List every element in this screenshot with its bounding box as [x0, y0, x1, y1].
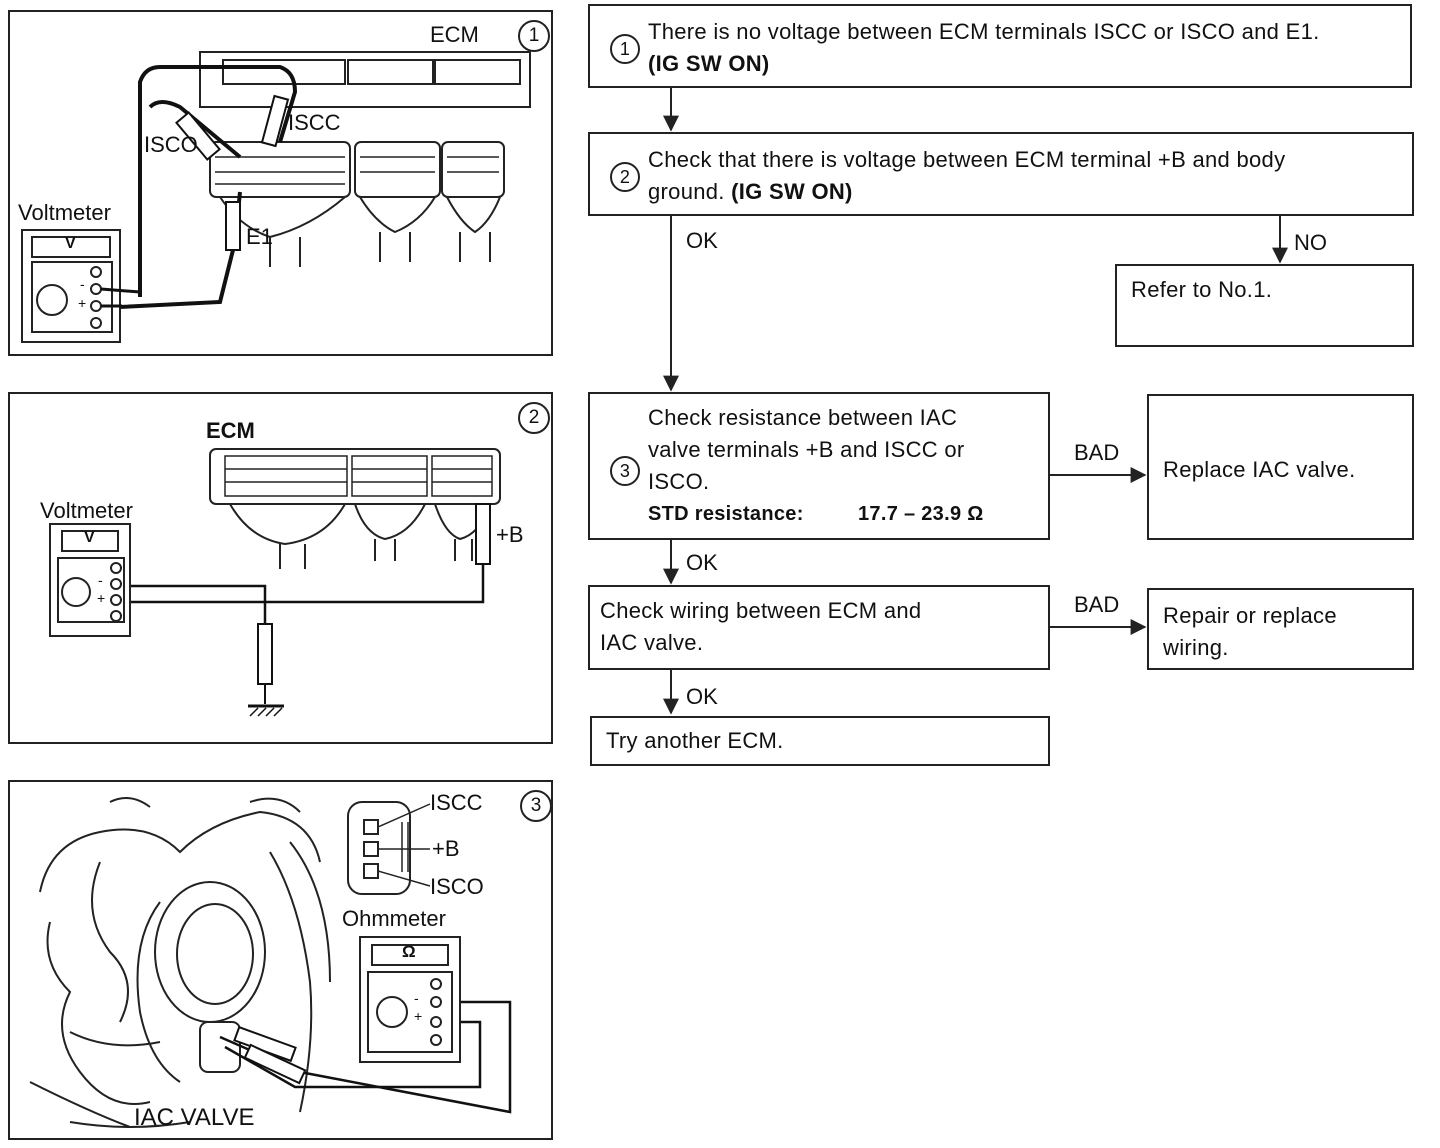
- ok-label-1: OK: [686, 228, 718, 253]
- step-number-3: 3: [610, 456, 640, 486]
- step-1-box: 1 There is no voltage between ECM termin…: [588, 4, 1412, 88]
- refer-text: Refer to No.1.: [1131, 277, 1273, 302]
- no-label: NO: [1294, 230, 1327, 255]
- minus-label: -: [414, 990, 419, 1006]
- wiring-check-box: Check wiring between ECM and IAC valve.: [588, 585, 1050, 670]
- diagram-panel-3: 3 ISCC +B ISCO Ohmmeter Ω - + IAC VALVE: [8, 780, 553, 1140]
- step-number-1: 1: [610, 34, 640, 64]
- iscc-label: ISCC: [430, 790, 483, 815]
- ecm-voltmeter-illustration: [21, 51, 531, 343]
- voltmeter-label: Voltmeter: [40, 498, 133, 523]
- try-ecm-box: Try another ECM.: [590, 716, 1050, 766]
- step-3-box: 3 Check resistance between IAC valve ter…: [588, 392, 1050, 540]
- try-ecm-text: Try another ECM.: [606, 728, 784, 753]
- ok-label-2: OK: [686, 550, 718, 575]
- wiring-line2: IAC valve.: [600, 630, 704, 655]
- plus-label: +: [78, 295, 87, 311]
- refer-box: Refer to No.1.: [1115, 264, 1414, 347]
- diagram-panel-1: 1 ECM ISCO ISCC E1 Voltmeter V - +: [8, 10, 553, 356]
- std-resistance-label: STD resistance:: [648, 503, 804, 525]
- diagram-panel-2: 2 ECM Voltmeter V +B - +: [8, 392, 553, 744]
- iac-valve-label: IAC VALVE: [134, 1104, 255, 1131]
- step-1-text: There is no voltage between ECM terminal…: [648, 19, 1320, 44]
- plus-b-label: +B: [496, 522, 524, 547]
- repair-line1: Repair or replace: [1163, 603, 1337, 628]
- step-2-line2: ground. (IG SW ON): [648, 176, 853, 208]
- voltmeter-label: Voltmeter: [18, 200, 111, 225]
- step-1-condition: (IG SW ON): [648, 51, 770, 76]
- step-3-line3: ISCO.: [648, 469, 710, 494]
- ok-label-3: OK: [686, 684, 718, 709]
- std-resistance-value: 17.7 – 23.9 Ω: [858, 503, 984, 525]
- iscc-label: ISCC: [288, 110, 341, 135]
- isco-label: ISCO: [430, 874, 484, 899]
- step-2-text: Check that there is voltage between ECM …: [648, 147, 1286, 172]
- meter-face: V: [65, 235, 76, 252]
- step-3-line1: Check resistance between IAC: [648, 405, 958, 430]
- isco-label: ISCO: [144, 132, 198, 157]
- meter-face: Ω: [402, 942, 416, 961]
- ecm-label: ECM: [206, 418, 255, 443]
- repair-line2: wiring.: [1163, 635, 1229, 660]
- bad-label-2: BAD: [1074, 592, 1120, 617]
- step-number-2: 2: [610, 162, 640, 192]
- plus-label: +: [414, 1008, 423, 1024]
- e1-label: E1: [246, 224, 273, 249]
- plus-label: +: [97, 590, 106, 606]
- repair-wiring-box: Repair or replace wiring.: [1147, 588, 1414, 670]
- replace-iac-box: Replace IAC valve.: [1147, 394, 1414, 540]
- meter-face: V: [84, 529, 95, 546]
- replace-iac-text: Replace IAC valve.: [1163, 457, 1356, 482]
- minus-label: -: [80, 276, 85, 292]
- panel-number-2: 2: [518, 402, 550, 434]
- bad-label-1: BAD: [1074, 440, 1120, 465]
- step-3-line2: valve terminals +B and ISCC or: [648, 437, 965, 462]
- iac-valve-illustration: [29, 797, 512, 1128]
- ecm-plusb-illustration: [49, 448, 501, 717]
- step-2-ground: ground.: [648, 179, 732, 204]
- wiring-line1: Check wiring between ECM and: [600, 598, 922, 623]
- step-2-box: 2 Check that there is voltage between EC…: [588, 132, 1414, 216]
- plus-b-label: +B: [432, 836, 460, 861]
- ecm-label: ECM: [430, 22, 479, 47]
- panel-number-1: 1: [518, 20, 550, 52]
- panel-number-3: 3: [520, 790, 552, 822]
- step-2-condition: (IG SW ON): [731, 179, 853, 204]
- minus-label: -: [98, 572, 103, 588]
- ohmmeter-label: Ohmmeter: [342, 906, 446, 931]
